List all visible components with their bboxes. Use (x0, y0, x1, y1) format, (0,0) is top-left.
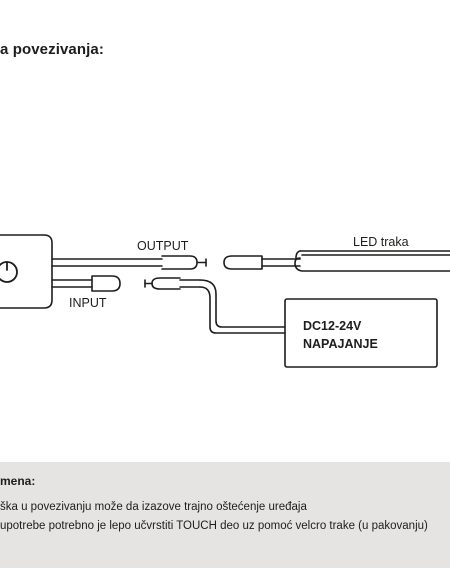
input-label: INPUT (69, 296, 107, 310)
input-connector (91, 275, 121, 292)
led-strip (294, 250, 450, 272)
power-button-icon (0, 261, 18, 283)
wiring-diagram: OUTPUT INPUT LED traka DC12-24V NAPAJANJ… (0, 234, 450, 368)
led-strip-label: LED traka (353, 235, 409, 249)
note-line-2: upotrebe potrebno je lepo učvrstiti TOUC… (0, 520, 428, 532)
power-supply-name: NAPAJANJE (303, 337, 378, 351)
output-cable (51, 258, 163, 267)
supply-cable (199, 279, 286, 334)
output-label: OUTPUT (137, 239, 189, 253)
note-line-1: ška u povezivanju može da izazove trajno… (0, 501, 307, 513)
touch-controller (0, 234, 53, 309)
output-connector (161, 255, 207, 270)
supply-plug (144, 277, 201, 290)
section-heading: a povezivanja: (0, 41, 104, 58)
input-cable (51, 279, 93, 288)
power-supply-box (284, 298, 438, 368)
note-title: mena: (0, 474, 36, 488)
led-connector (223, 255, 301, 270)
note-panel (0, 462, 450, 568)
power-supply-voltage: DC12-24V (303, 319, 362, 333)
